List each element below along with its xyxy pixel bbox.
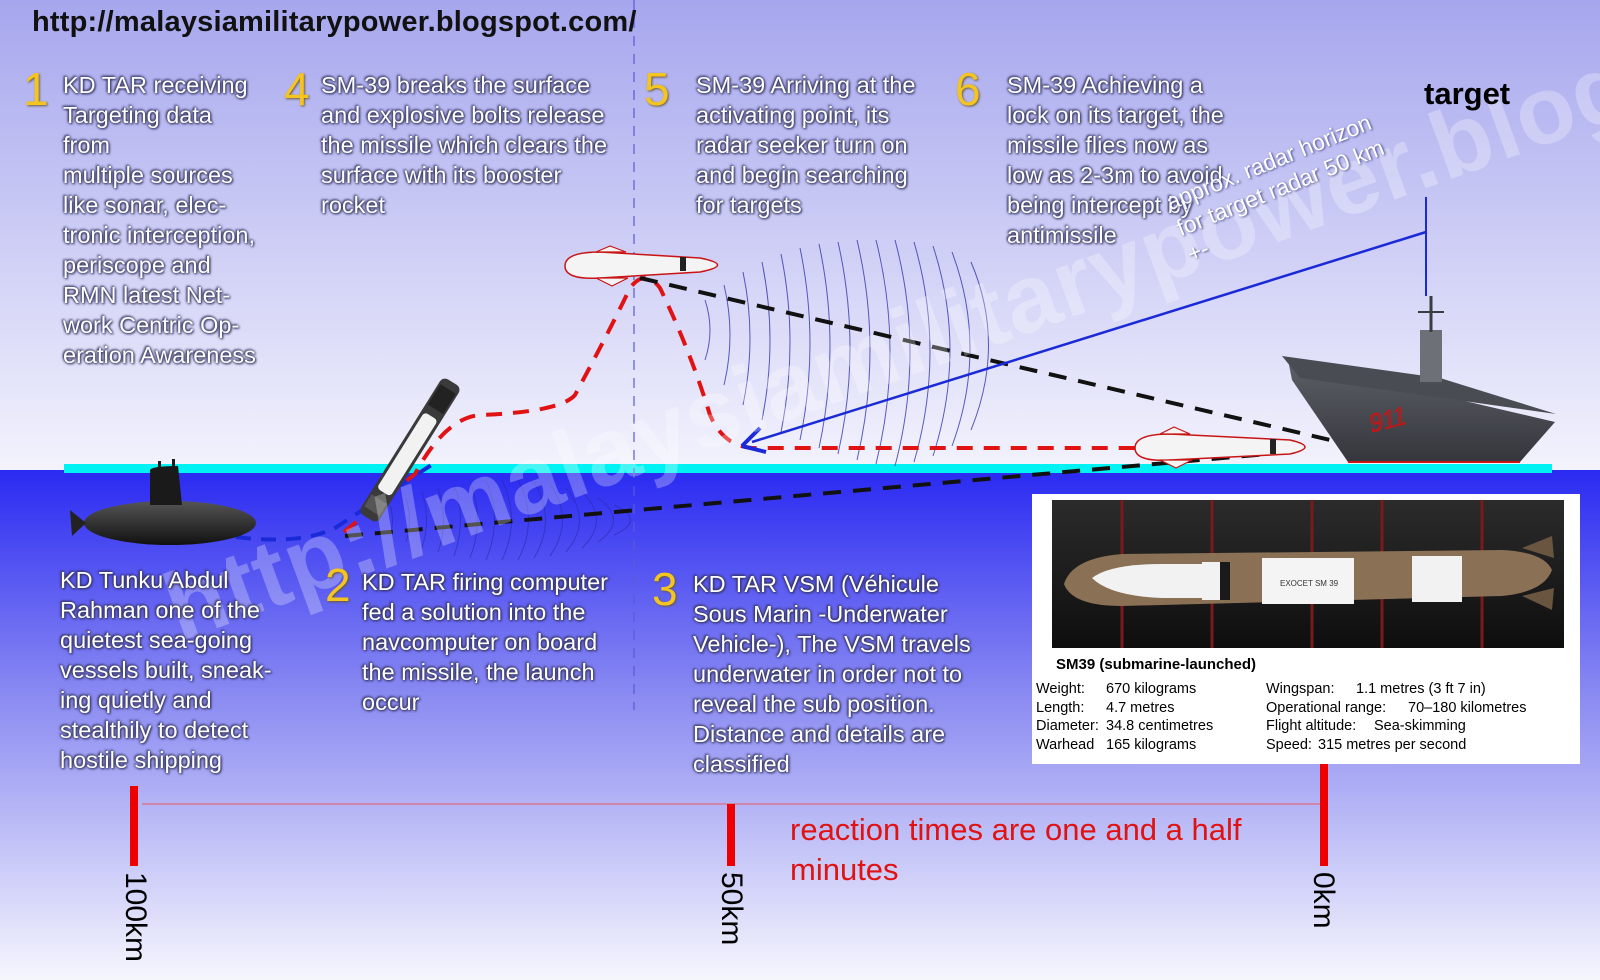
spec-left-column: Weight:670 kilograms Length:4.7 metres D…: [1036, 680, 1213, 754]
step-1-text: KD TAR receiving Targeting data from mul…: [63, 70, 256, 370]
spec-value: 1.1 metres (3 ft 7 in): [1356, 681, 1486, 697]
spec-key: Diameter:: [1036, 717, 1106, 736]
spec-title: SM39 (submarine-launched): [1056, 656, 1256, 673]
blog-url-header: http://malaysiamilitarypower.blogspot.co…: [32, 6, 637, 39]
spec-key: Wingspan:: [1266, 680, 1356, 699]
spec-row: Flight altitude:Sea-skimming: [1266, 717, 1527, 736]
step-4-text: SM-39 breaks the surface and explosive b…: [321, 70, 607, 220]
spec-value: 670 kilograms: [1106, 681, 1196, 697]
spec-key: Weight:: [1036, 680, 1106, 699]
step-4-number: 4: [284, 66, 310, 112]
spec-value: Sea-skimming: [1374, 718, 1466, 734]
marker-100km-bar: [130, 786, 138, 866]
step-2-number: 2: [325, 562, 351, 608]
sm39-missile-photo: EXOCET SM 39: [1052, 500, 1564, 648]
spec-value: 315 metres per second: [1318, 737, 1466, 753]
sm39-spec-box: EXOCET SM 39 SM39 (submarine-launched) W…: [1032, 494, 1580, 764]
sea-surface-line: [64, 464, 1552, 473]
marker-0km-label: 0km: [1306, 872, 1340, 929]
spec-row: Speed:315 metres per second: [1266, 736, 1527, 755]
spec-row: Operational range:70–180 kilometres: [1266, 699, 1527, 718]
spec-value: 4.7 metres: [1106, 700, 1175, 716]
submarine-description: KD Tunku Abdul Rahman one of the quietes…: [60, 565, 272, 775]
marker-50km-label: 50km: [714, 872, 748, 945]
step-6-number: 6: [955, 66, 981, 112]
step-3-number: 3: [652, 566, 678, 612]
marker-50km-bar: [727, 804, 735, 866]
spec-row: Weight:670 kilograms: [1036, 680, 1213, 699]
spec-value: 165 kilograms: [1106, 737, 1196, 753]
spec-value: 70–180 kilometres: [1408, 700, 1527, 716]
spec-value: 34.8 centimetres: [1106, 718, 1213, 734]
step-3-text: KD TAR VSM (Véhicule Sous Marin -Underwa…: [693, 569, 971, 779]
marker-100km-label: 100km: [118, 872, 152, 962]
marker-0km-bar: [1320, 762, 1328, 866]
step-5-number: 5: [644, 66, 670, 112]
spec-right-column: Wingspan:1.1 metres (3 ft 7 in) Operatio…: [1266, 680, 1527, 754]
spec-key: Flight altitude:: [1266, 717, 1374, 736]
step-1-number: 1: [23, 66, 49, 112]
step-2-text: KD TAR firing computer fed a solution in…: [362, 567, 608, 717]
spec-row: Diameter:34.8 centimetres: [1036, 717, 1213, 736]
spec-key: Operational range:: [1266, 699, 1408, 718]
spec-key: Speed:: [1266, 736, 1318, 755]
step-5-text: SM-39 Arriving at the activating point, …: [696, 70, 915, 220]
spec-key: Warhead: [1036, 736, 1106, 755]
spec-row: Length:4.7 metres: [1036, 699, 1213, 718]
reaction-time-note: reaction times are one and a half minute…: [790, 810, 1310, 890]
photo-missile-lettering: EXOCET SM 39: [1280, 579, 1339, 588]
spec-key: Length:: [1036, 699, 1106, 718]
spec-row: Wingspan:1.1 metres (3 ft 7 in): [1266, 680, 1527, 699]
